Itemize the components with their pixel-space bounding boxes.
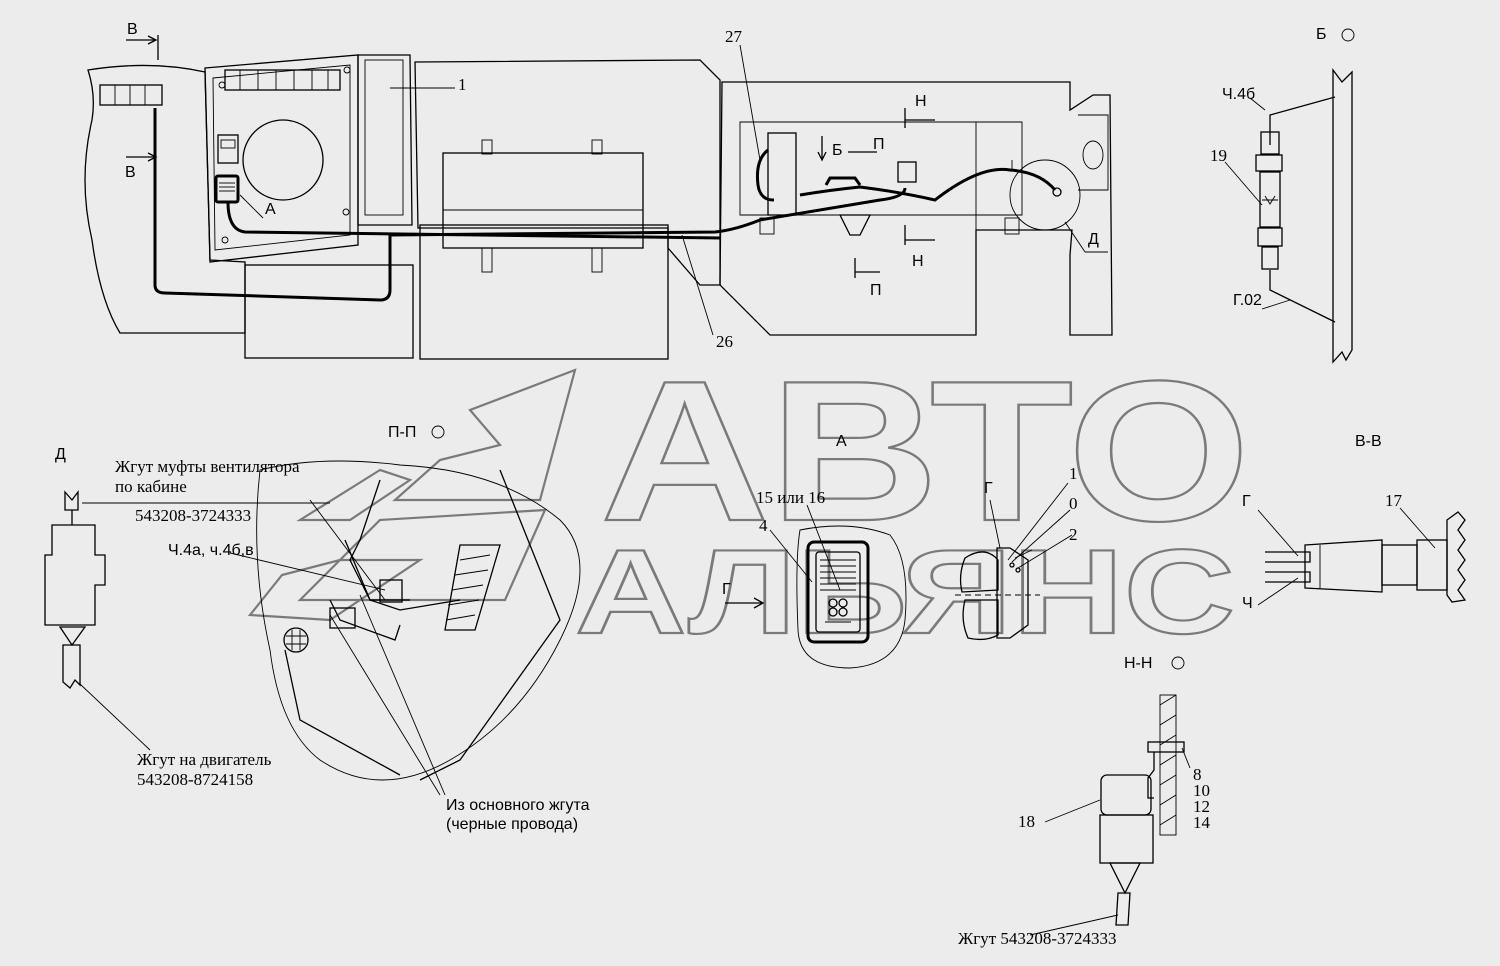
callout-14: 14 <box>1193 813 1210 832</box>
label-ch4b: Ч.4б <box>1222 86 1256 103</box>
view-marker-d: Д <box>1088 231 1099 248</box>
view-marker-a: А <box>265 201 276 218</box>
callout-1: 1 <box>458 75 467 94</box>
connector-block <box>897 161 917 183</box>
callout-1-switch: 1 <box>1069 464 1078 483</box>
callout-4: 4 <box>759 516 768 535</box>
section-hh-title: Н-Н <box>1124 655 1153 672</box>
lower-box-1 <box>244 264 414 359</box>
hatched-bracket <box>444 544 501 631</box>
view-d-clutch-connector <box>44 490 330 751</box>
left-connector-block <box>99 84 163 106</box>
switch-profile <box>955 482 1073 641</box>
view-d-title: Д <box>55 446 66 463</box>
label-harness-3724333-bottom: Жгут 543208-3724333 <box>958 929 1117 948</box>
label-ch-bb: Ч <box>1242 595 1253 612</box>
view-marker-b: Б <box>832 142 843 159</box>
callout-18: 18 <box>1018 812 1035 831</box>
section-marker-p-bottom: П <box>870 282 882 299</box>
callout-12: 12 <box>1193 797 1210 816</box>
connector-17 <box>1416 539 1448 591</box>
watermark-logo: АВТО АЛЬЯНС <box>247 339 1251 660</box>
label-fan-harness: Жгут муфты вентилятора по кабине <box>115 457 300 497</box>
callout-27: 27 <box>725 27 742 46</box>
section-marker-h-bottom: Н <box>912 253 924 270</box>
fuse-19 <box>1259 171 1281 228</box>
callout-0: 0 <box>1069 494 1078 513</box>
watermark-line1: АВТО <box>600 340 1250 563</box>
callout-19: 19 <box>1210 146 1227 165</box>
switch-a <box>214 174 240 204</box>
label-harness-3724333: 543208-3724333 <box>135 506 252 525</box>
callout-2: 2 <box>1069 525 1078 544</box>
label-g-bb: Г <box>1242 493 1251 510</box>
label-ch4a: Ч.4а, ч.4б,в <box>168 542 254 559</box>
callout-8: 8 <box>1193 765 1202 784</box>
label-g-arrow: Г <box>722 581 731 598</box>
section-hh <box>1029 656 1191 936</box>
label-g-switch: Г <box>984 480 993 497</box>
view-a-switch <box>725 504 907 669</box>
section-marker-h-top: Н <box>915 93 927 110</box>
label-main-harness: Из основного жгута (черные провода) <box>446 797 590 834</box>
battery-box <box>442 152 644 249</box>
view-a-title: А <box>836 433 847 450</box>
sensor-18 <box>1100 774 1152 816</box>
display-unit <box>217 134 239 164</box>
section-pp-title: П-П <box>388 424 417 441</box>
switch-15-16 <box>806 540 870 644</box>
label-engine-harness: Жгут на двигатель 543208-8724158 <box>137 750 272 790</box>
watermark-line2: АЛЬЯНС <box>575 525 1235 659</box>
component-27 <box>767 132 797 216</box>
indicator-strip <box>224 69 341 91</box>
grommet <box>283 627 309 653</box>
callout-15-16: 15 или 16 <box>756 488 826 507</box>
section-marker-b-top: В <box>127 21 138 38</box>
section-bb <box>1257 507 1467 606</box>
section-pp <box>229 425 581 796</box>
gauge-dial <box>242 119 324 201</box>
detail-d-circle <box>1009 159 1081 231</box>
label-g02: Г.02 <box>1233 292 1262 309</box>
section-marker-p-top: П <box>873 136 885 153</box>
lower-box-2 <box>419 224 669 360</box>
cab-assembly <box>84 35 1113 360</box>
section-marker-b-side: В <box>125 164 136 181</box>
callout-17: 17 <box>1385 491 1402 510</box>
view-b-title: Б <box>1316 26 1327 43</box>
callout-26: 26 <box>716 332 733 351</box>
view-b-fuse <box>1224 28 1355 364</box>
callout-10: 10 <box>1193 781 1210 800</box>
section-bb-title: В-В <box>1355 433 1382 450</box>
